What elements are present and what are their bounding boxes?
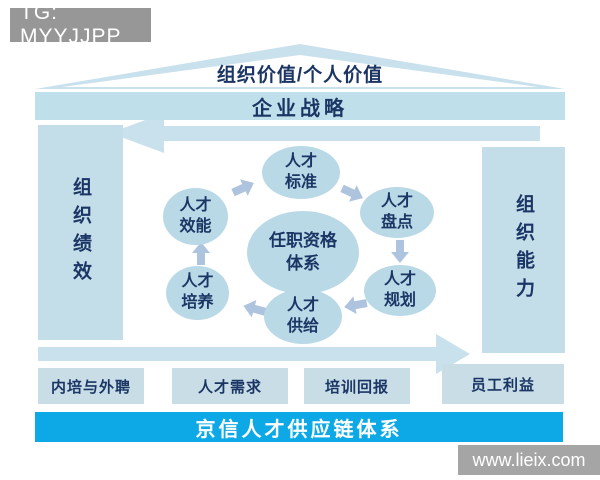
node-qualification-system-line2: 体系: [286, 253, 320, 273]
site-watermark-label: www.lieix.com: [472, 449, 586, 470]
org-capability-label: 组织能力: [513, 194, 534, 306]
box-internal-external-hiring: 内培与外聘: [38, 368, 144, 404]
node-talent-development-line2: 培养: [181, 294, 214, 311]
watermark-tag-label: TG: MYYJJPP: [20, 1, 122, 48]
node-talent-standard-line2: 标准: [284, 173, 317, 191]
box-internal-external-hiring-label: 内培与外聘: [50, 378, 131, 396]
node-talent-inventory-line2: 盘点: [380, 213, 413, 231]
box-employee-benefit-label: 员工利益: [470, 376, 535, 394]
node-talent-development-line1: 人才: [181, 273, 214, 291]
node-talent-planning-line2: 规划: [383, 291, 416, 309]
cycle-arrow-development-to-efficiency-icon: [192, 242, 210, 265]
node-talent-inventory-line1: 人才: [380, 192, 413, 210]
org-performance-bar: 组织绩效: [38, 125, 123, 340]
node-talent-efficiency-line2: 效能: [179, 217, 212, 235]
box-talent-demand-label: 人才需求: [197, 378, 262, 396]
box-training-return-label: 培训回报: [324, 378, 389, 396]
box-talent-demand: 人才需求: [172, 368, 288, 404]
node-qualification-system-line1: 任职资格: [269, 231, 337, 251]
cycle-arrow-efficiency-to-standard-icon: [231, 179, 254, 197]
node-talent-efficiency: 人才 效能: [163, 188, 228, 245]
cycle-arrow-inventory-to-planning-icon: [391, 240, 409, 263]
node-talent-supply-line1: 人才: [286, 296, 319, 314]
node-qualification-system: 任职资格 体系: [247, 211, 359, 294]
org-capability-bar: 组织能力: [482, 147, 565, 353]
node-talent-standard: 人才 标准: [262, 146, 340, 199]
footer-title-label: 京信人才供应链体系: [195, 418, 403, 441]
roof-title: 组织价值/个人价值: [216, 65, 384, 86]
org-performance-label: 组织绩效: [70, 176, 91, 289]
node-talent-development: 人才 培养: [166, 266, 229, 320]
strategy-bar: 企业战略: [35, 92, 565, 120]
site-watermark: www.lieix.com: [458, 445, 600, 475]
node-talent-inventory: 人才 盘点: [360, 187, 434, 238]
node-talent-supply-line2: 供给: [286, 317, 319, 335]
box-employee-benefit: 员工利益: [442, 364, 564, 404]
box-training-return: 培训回报: [304, 368, 410, 404]
strategy-bar-label: 企业战略: [252, 97, 348, 120]
node-talent-planning: 人才 规划: [364, 265, 436, 316]
node-talent-supply: 人才 供给: [264, 289, 342, 344]
watermark-tag: TG: MYYJJPP: [10, 1, 151, 48]
node-talent-standard-line1: 人才: [284, 152, 317, 170]
node-talent-efficiency-line1: 人才: [179, 196, 212, 214]
node-talent-planning-line1: 人才: [383, 270, 416, 288]
footer-title-bar: 京信人才供应链体系: [35, 412, 563, 442]
